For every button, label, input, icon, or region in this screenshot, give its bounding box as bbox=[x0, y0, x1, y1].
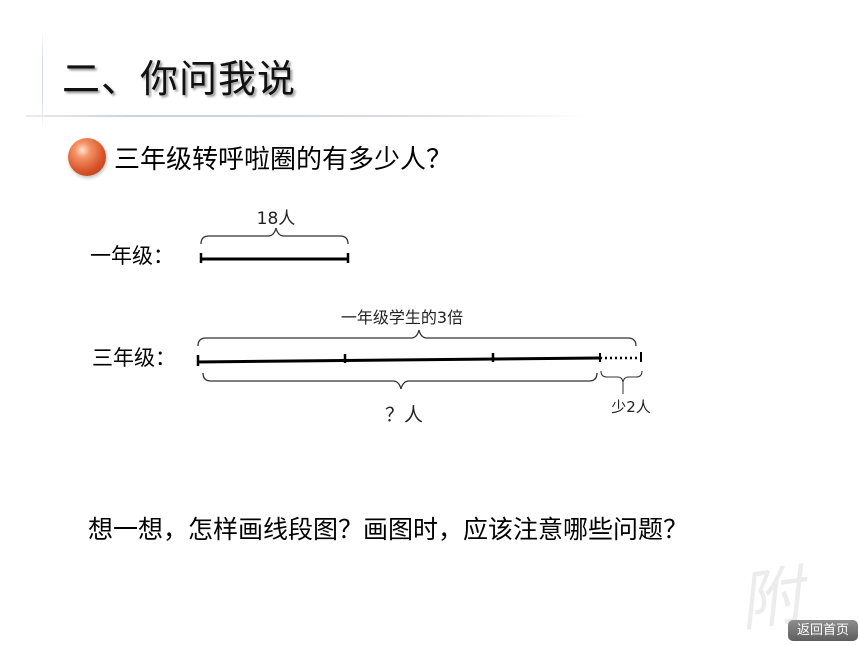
decorative-horizontal-line bbox=[26, 115, 586, 117]
grade3-top-brace bbox=[197, 329, 637, 347]
grade3-bottom-brace bbox=[202, 372, 598, 390]
grade3-top-brace-label: 一年级学生的3倍 bbox=[341, 308, 463, 327]
grade3-bottom-brace-label: ？人 bbox=[385, 404, 423, 426]
question-text: 三年级转呼啦圈的有多少人？ bbox=[114, 145, 453, 175]
bullet-ball-icon bbox=[68, 138, 106, 176]
decorative-vertical-line bbox=[42, 30, 43, 130]
less-two-label: 少2人 bbox=[611, 398, 651, 416]
home-button[interactable]: 返回首页 bbox=[788, 620, 858, 641]
grade1-brace-label: 18人 bbox=[257, 209, 296, 229]
slide-title: 二、你问我说 bbox=[62, 57, 297, 101]
grade1-brace bbox=[200, 227, 349, 245]
grade1-label: 一年级： bbox=[90, 244, 174, 268]
less-two-brace bbox=[600, 370, 643, 383]
grade3-label: 三年级： bbox=[92, 346, 176, 370]
reflection-prompt: 想一想，怎样画线段图？画图时，应该注意哪些问题？ bbox=[88, 515, 689, 544]
grade3-segment bbox=[196, 356, 601, 364]
